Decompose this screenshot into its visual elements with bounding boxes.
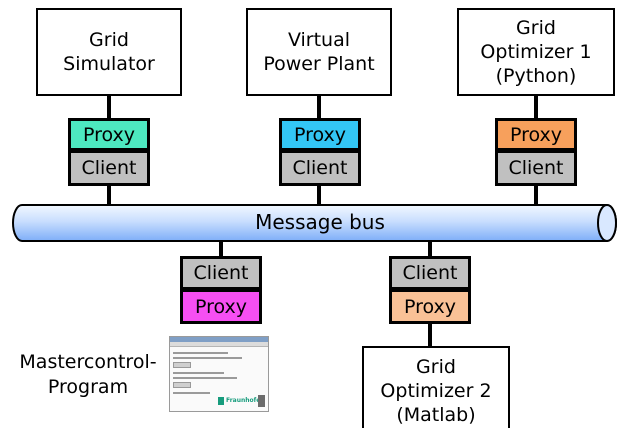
proxy-virtual-power-plant: Proxy [279, 118, 361, 151]
client-grid-optimizer-1: Client [495, 150, 577, 186]
fraunhofer-logo-icon [218, 397, 224, 405]
client-virtual-power-plant: Client [279, 150, 361, 186]
proxy-grid-optimizer-1: Proxy [495, 118, 577, 151]
connector-optimizer-2-bus [428, 240, 432, 258]
screenshot-line [173, 357, 242, 359]
proxy-mastercontrol: Proxy [180, 289, 262, 324]
screenshot-logo-text: Fraunhofer [226, 397, 264, 404]
message-bus-label: Message bus [255, 210, 385, 234]
connector-virtual-power-plant [317, 96, 321, 118]
screenshot-button [173, 382, 191, 388]
grid-simulator-node: Grid Simulator [36, 8, 182, 96]
mastercontrol-screenshot: Fraunhofer [169, 336, 269, 412]
screenshot-line [173, 392, 210, 394]
grid-optimizer-2-node: Grid Optimizer 2 (Matlab) [362, 346, 510, 428]
connector-mastercontrol-bus [219, 240, 223, 258]
client-grid-optimizer-2: Client [389, 256, 471, 290]
grid-optimizer-1-node: Grid Optimizer 1 (Python) [457, 8, 615, 96]
mastercontrol-program-label: Mastercontrol- Program [19, 351, 157, 398]
screenshot-line [173, 377, 238, 379]
client-mastercontrol: Client [180, 256, 262, 290]
proxy-grid-simulator: Proxy [68, 118, 150, 151]
connector-optimizer-1-bus [534, 185, 538, 207]
connector-grid-simulator-bus [107, 185, 111, 207]
client-grid-simulator: Client [68, 150, 150, 186]
proxy-grid-optimizer-2: Proxy [389, 289, 471, 324]
connector-optimizer-1 [534, 96, 538, 118]
connector-virtual-power-plant-bus [317, 185, 321, 207]
connector-optimizer-2 [428, 324, 432, 346]
screenshot-logo: Fraunhofer [218, 397, 263, 405]
screenshot-line [173, 372, 224, 374]
screenshot-button [173, 362, 191, 368]
screenshot-line [173, 352, 229, 354]
screenshot-tabs [170, 342, 268, 347]
virtual-power-plant-node: Virtual Power Plant [246, 8, 392, 96]
screenshot-side-icon [258, 395, 265, 407]
screenshot-titlebar [170, 337, 268, 342]
connector-grid-simulator [107, 96, 111, 118]
